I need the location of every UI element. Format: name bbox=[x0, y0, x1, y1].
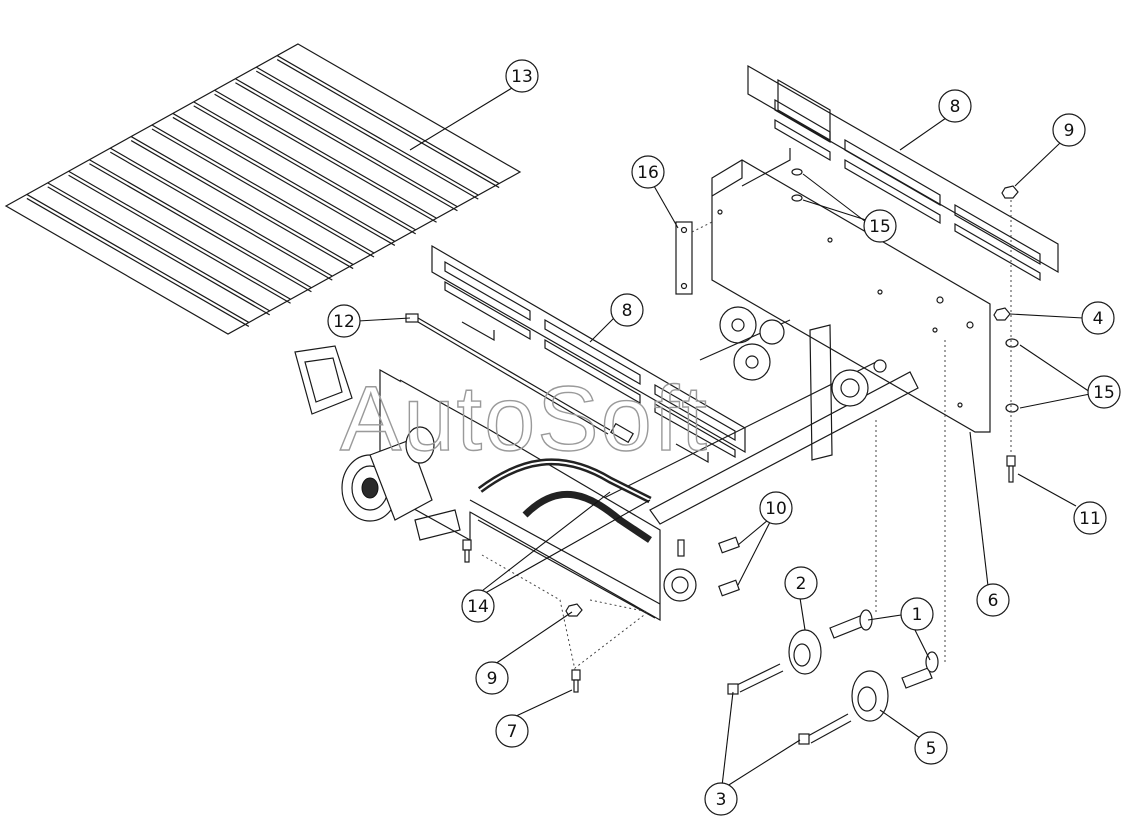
callout-4: 4 bbox=[1081, 301, 1115, 335]
mat-slat-line bbox=[193, 101, 417, 231]
callout-10: 10 bbox=[759, 491, 793, 525]
callout-4-label: 4 bbox=[1093, 309, 1104, 329]
callout-8-top: 8 bbox=[938, 89, 972, 123]
callout-8-mid-label: 8 bbox=[622, 301, 633, 321]
callout-15-right-label: 15 bbox=[1093, 383, 1115, 403]
callout-10-label: 10 bbox=[765, 499, 787, 519]
callout-5: 5 bbox=[914, 731, 948, 765]
callout-9-top: 9 bbox=[1052, 113, 1086, 147]
mat-slat-line bbox=[109, 151, 333, 281]
mat-slat-line bbox=[276, 55, 500, 185]
callout-9-top-label: 9 bbox=[1064, 121, 1075, 141]
callout-1: 1 bbox=[900, 597, 934, 631]
cable-part bbox=[405, 313, 634, 444]
callout-6: 6 bbox=[976, 583, 1010, 617]
mat-slat-line bbox=[68, 170, 291, 300]
sprocket-assembly bbox=[699, 306, 791, 381]
small-plate-part bbox=[675, 221, 693, 295]
mat-slat-line bbox=[214, 89, 437, 219]
callout-5-label: 5 bbox=[926, 739, 937, 759]
callout-2-label: 2 bbox=[796, 574, 807, 594]
callout-8-top-label: 8 bbox=[950, 97, 961, 117]
mat-slat-line bbox=[130, 140, 354, 270]
callout-labels: 13 8 9 16 15 12 8 4 15 11 10 6 2 1 14 9 … bbox=[327, 59, 1121, 816]
mat-slat-line bbox=[214, 93, 437, 223]
callout-15-top-label: 15 bbox=[869, 217, 891, 237]
callout-3: 3 bbox=[704, 782, 738, 816]
left-guide-rail-part bbox=[431, 244, 746, 464]
mat-slat-line bbox=[255, 66, 479, 196]
callout-8-mid: 8 bbox=[610, 293, 644, 327]
callout-11: 11 bbox=[1073, 501, 1107, 535]
callout-1-label: 1 bbox=[912, 605, 923, 625]
slat-mat-part bbox=[4, 43, 522, 335]
mat-slat-line bbox=[193, 105, 417, 235]
callout-15-top: 15 bbox=[863, 209, 897, 243]
mat-slat-line bbox=[276, 59, 500, 189]
mat-slat-line bbox=[172, 112, 396, 242]
mat-slat-line bbox=[235, 78, 458, 208]
mat-slat-line bbox=[26, 197, 250, 327]
callout-16: 16 bbox=[631, 155, 665, 189]
callout-12: 12 bbox=[327, 304, 361, 338]
callout-15-right: 15 bbox=[1087, 375, 1121, 409]
mat-slat-line bbox=[89, 159, 312, 289]
motor-assembly bbox=[294, 345, 697, 622]
mat-slat-line bbox=[151, 124, 375, 254]
assembly-guide-lines bbox=[481, 200, 1012, 671]
callout-12-label: 12 bbox=[333, 312, 355, 332]
callout-14-label: 14 bbox=[467, 597, 489, 617]
mat-slat-line bbox=[130, 136, 354, 266]
mat-slat-line bbox=[255, 70, 479, 200]
leader-lines bbox=[357, 87, 1091, 789]
callout-13-label: 13 bbox=[511, 67, 533, 87]
mat-slat-line bbox=[68, 174, 291, 304]
callout-7-label: 7 bbox=[507, 722, 518, 742]
callout-9-bottom: 9 bbox=[475, 661, 509, 695]
callout-3-label: 3 bbox=[716, 790, 727, 810]
side-frame-plate-part bbox=[711, 148, 991, 433]
mat-slat-line bbox=[151, 128, 375, 258]
watermark-text: AutoSoft bbox=[340, 368, 709, 470]
callout-7: 7 bbox=[495, 714, 529, 748]
callout-16-label: 16 bbox=[637, 163, 659, 183]
mat-slat-line bbox=[172, 116, 396, 246]
mat-slat-line bbox=[109, 147, 333, 277]
mat-slat-line bbox=[26, 193, 250, 323]
callout-6-label: 6 bbox=[988, 591, 999, 611]
hydraulic-hoses-part bbox=[477, 458, 652, 543]
right-guide-rail-part bbox=[747, 64, 1059, 282]
callout-2: 2 bbox=[784, 566, 818, 600]
mat-slat-line bbox=[235, 82, 458, 212]
mat-slat-line bbox=[47, 182, 271, 312]
callout-11-label: 11 bbox=[1079, 509, 1101, 529]
callout-13: 13 bbox=[505, 59, 539, 93]
mat-slat-line bbox=[89, 163, 312, 293]
shaft-parts bbox=[599, 324, 919, 525]
callout-14: 14 bbox=[461, 589, 495, 623]
mat-slat-line bbox=[47, 186, 271, 316]
callout-9-bottom-label: 9 bbox=[487, 669, 498, 689]
